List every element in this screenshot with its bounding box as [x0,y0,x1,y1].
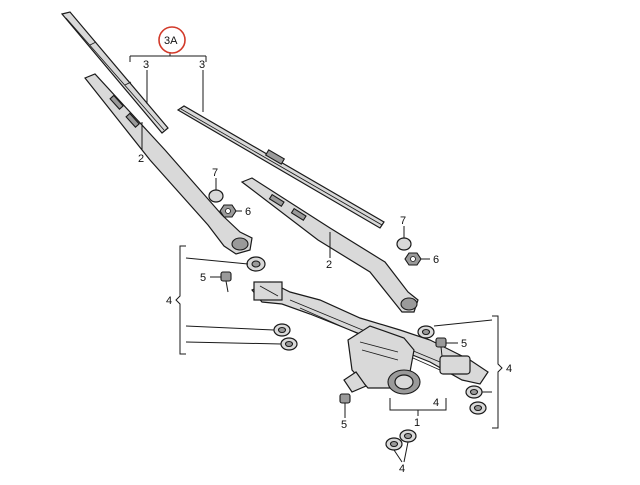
nut-6-left [219,204,237,218]
callout-7-right: 7 [400,215,406,227]
bushing-4-f [469,401,487,415]
bushing-4-e [465,385,483,399]
wiper-blade-left [60,11,169,134]
callout-2-left: 2 [138,153,144,165]
callout-6-right: 6 [433,254,439,266]
bushing-4-g [385,437,403,451]
callout-4-bottom: 4 [399,463,405,475]
callout-3-left: 3 [143,59,149,71]
bolt-5-upper-right [435,337,447,357]
bolt-5-lower [339,393,351,412]
callout-6-left: 6 [245,206,251,218]
bushing-4-c [280,337,298,351]
callout-2-right: 2 [326,259,332,271]
callout-3A: 3A [164,35,178,47]
highlight-circle [158,26,186,54]
wiper-blade-right [176,105,385,229]
callout-5-upper-left: 5 [200,272,206,284]
bushing-4-a [246,256,266,272]
callout-3-right: 3 [199,59,205,71]
callout-5-right: 5 [461,338,467,350]
bushing-4-h [399,429,417,443]
nut-6-right [404,252,422,266]
callout-1: 1 [414,417,420,429]
wiper-motor [343,325,421,395]
callout-4-right: 4 [506,363,512,375]
bushing-4-b [273,323,291,337]
bolt-5-upper-left [220,271,232,293]
wiper-arm-left [84,73,253,255]
leader-lines [129,52,503,463]
callout-7-left: 7 [212,167,218,179]
callout-4-left: 4 [166,295,172,307]
callout-5-lower: 5 [341,419,347,431]
callout-4-bottom-middle: 4 [433,397,439,409]
bushing-4-d [417,325,435,339]
cap-7-right [396,237,412,251]
cap-7-left [208,189,224,203]
